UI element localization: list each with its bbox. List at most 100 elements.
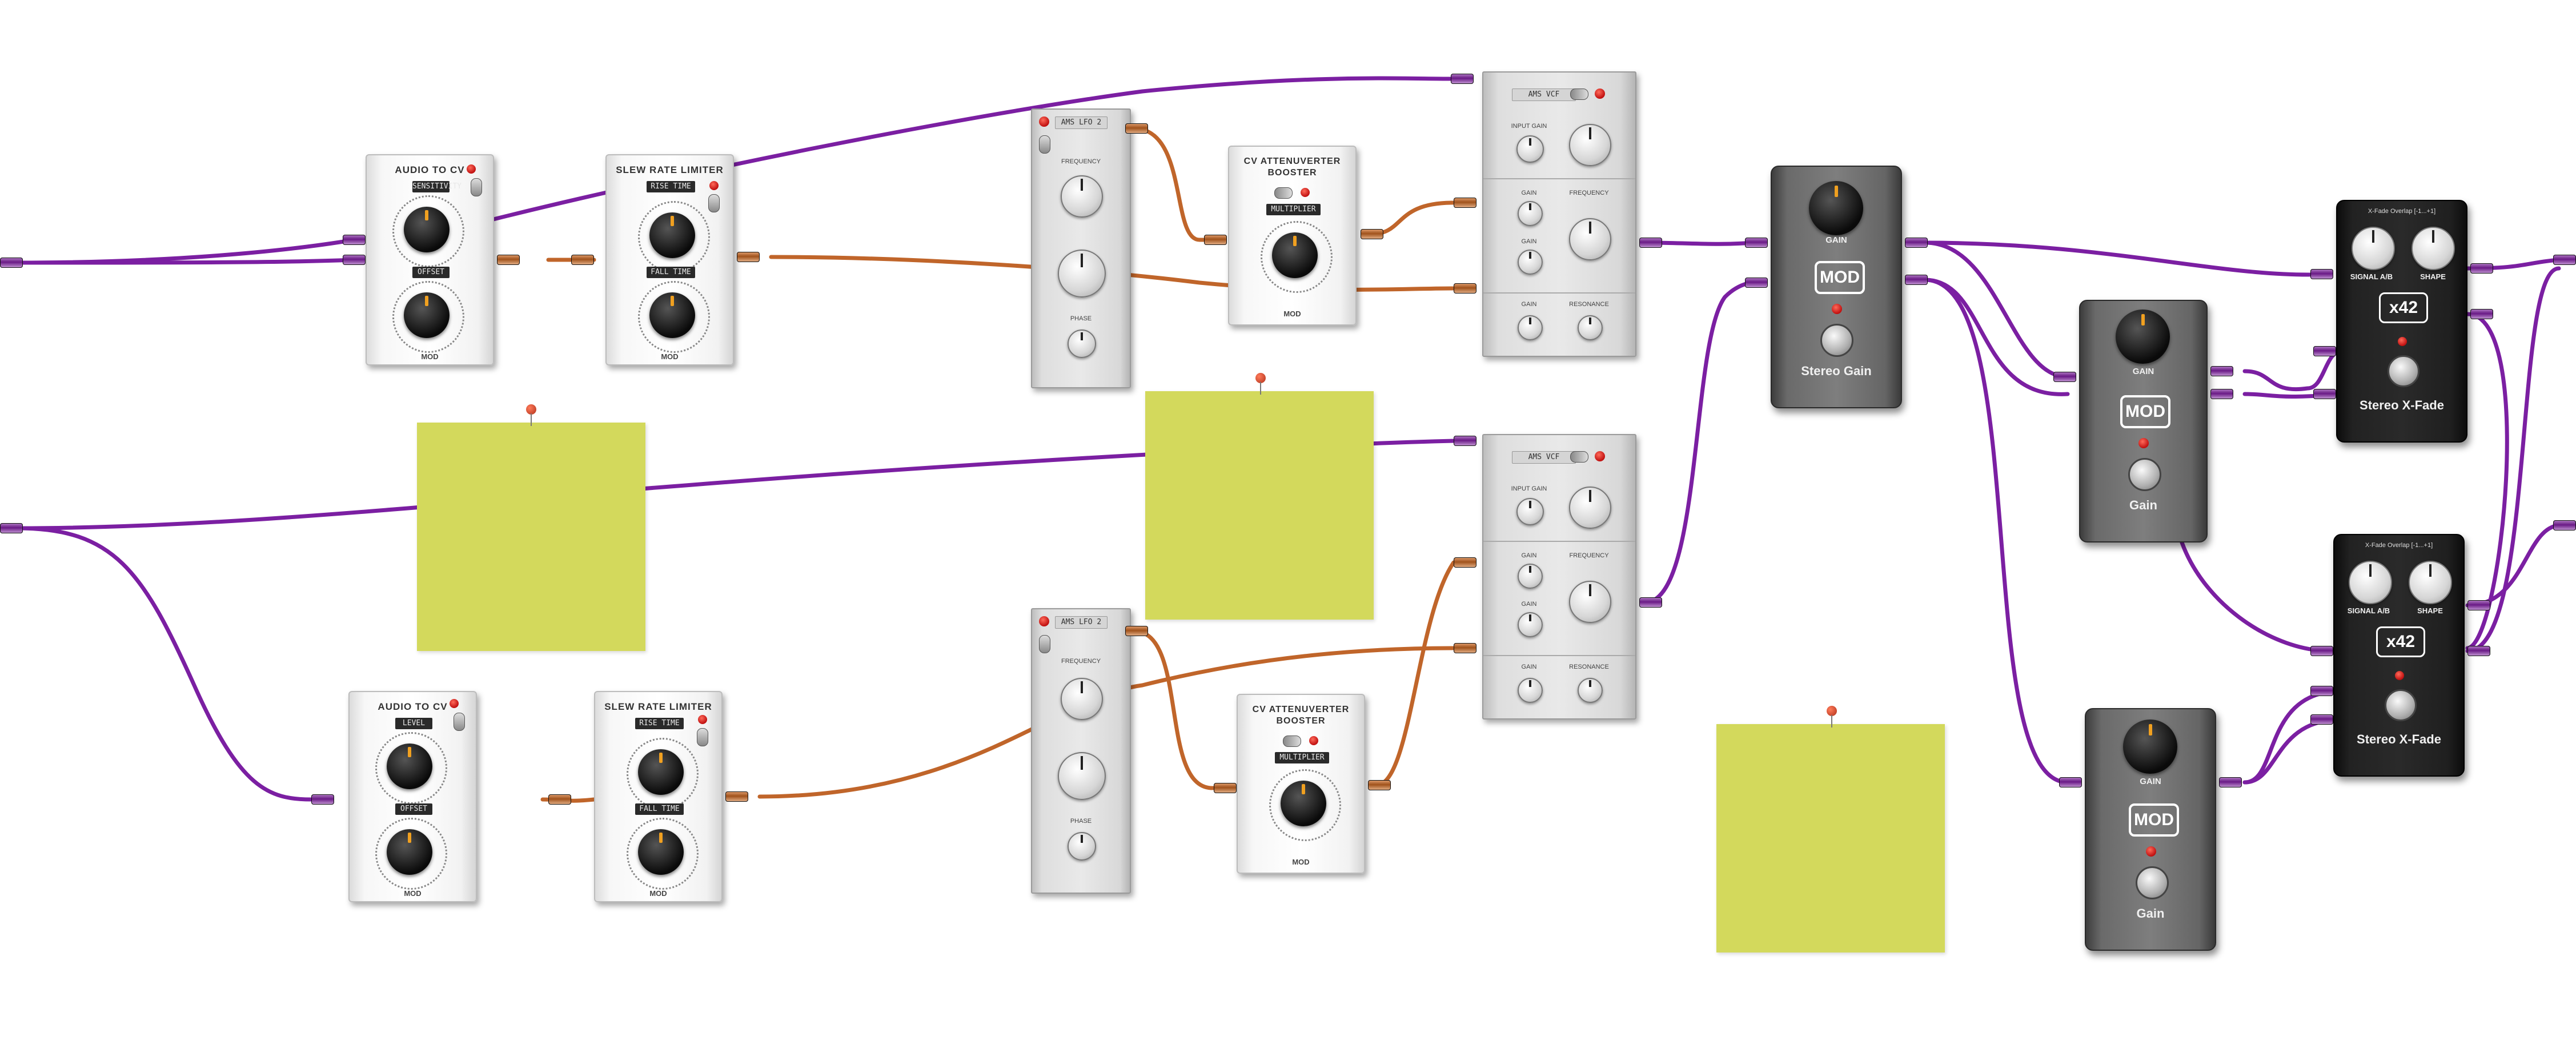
bypass-toggle[interactable] — [708, 194, 720, 212]
gain-knob[interactable] — [1518, 678, 1543, 703]
bypass-toggle[interactable] — [1283, 736, 1301, 747]
output-port[interactable] — [2470, 309, 2493, 319]
audio-to-cv-plugin[interactable]: AUDIO TO CV SENSITIVITY OFFSET MOD — [366, 154, 494, 365]
footswitch[interactable] — [1820, 324, 1853, 357]
bypass-toggle[interactable] — [471, 178, 482, 196]
level-knob[interactable] — [387, 743, 432, 789]
output-port[interactable] — [2210, 366, 2233, 376]
output-port[interactable] — [1639, 238, 1662, 248]
sticky-note[interactable] — [1716, 724, 1945, 952]
gain-knob[interactable] — [1518, 564, 1543, 589]
input-port[interactable] — [2313, 389, 2336, 399]
input-port[interactable] — [1214, 783, 1237, 793]
output-port[interactable] — [2467, 600, 2490, 610]
phase-knob[interactable] — [1068, 329, 1096, 358]
output-port[interactable] — [497, 255, 520, 265]
input-port[interactable] — [1454, 643, 1476, 653]
bypass-toggle[interactable] — [1274, 187, 1293, 199]
mode-knob[interactable] — [1569, 487, 1611, 529]
resonance-knob[interactable] — [1578, 315, 1603, 340]
input-port[interactable] — [1454, 283, 1476, 294]
input-gain-knob[interactable] — [1516, 135, 1544, 163]
frequency-knob[interactable] — [1569, 218, 1611, 260]
gain-knob[interactable] — [1518, 250, 1543, 275]
output-port[interactable] — [737, 252, 760, 262]
output-jack[interactable] — [2553, 255, 2576, 265]
input-port[interactable] — [2053, 372, 2076, 382]
multiplier-knob[interactable] — [1272, 232, 1318, 278]
sensitivity-knob[interactable] — [404, 207, 450, 252]
input-port[interactable] — [343, 235, 366, 245]
bypass-toggle[interactable] — [1039, 635, 1050, 653]
input-port[interactable] — [2313, 346, 2336, 356]
frequency-knob[interactable] — [1061, 678, 1103, 720]
waveform-knob[interactable] — [1058, 752, 1106, 800]
rise-time-knob[interactable] — [649, 212, 695, 258]
gain-knob[interactable] — [1518, 612, 1543, 637]
cv-attenuverter-plugin[interactable]: CV ATTENUVERTER BOOSTER MULTIPLIER MOD — [1228, 146, 1357, 325]
slew-rate-limiter-plugin[interactable]: SLEW RATE LIMITER RISE TIME FALL TIME MO… — [594, 691, 723, 902]
input-port[interactable] — [548, 794, 571, 805]
gain-knob[interactable] — [2123, 720, 2177, 774]
input-port[interactable] — [1204, 235, 1227, 245]
output-port[interactable] — [1368, 780, 1391, 790]
ams-vcf-plugin[interactable]: AMS VCF INPUT GAIN GAIN FREQUENCY GAIN G… — [1482, 71, 1636, 357]
bypass-toggle[interactable] — [454, 713, 465, 731]
stereo-gain-pedal[interactable]: GAIN MOD Stereo Gain — [1771, 166, 1902, 408]
bypass-toggle[interactable] — [1039, 135, 1050, 154]
stereo-x-fade-pedal[interactable]: X-Fade Overlap [-1...+1] SIGNAL A/B SHAP… — [2336, 200, 2467, 443]
bypass-toggle[interactable] — [1570, 89, 1588, 100]
footswitch[interactable] — [2128, 458, 2161, 491]
shape-knob[interactable] — [2412, 227, 2455, 270]
frequency-knob[interactable] — [1569, 581, 1611, 623]
fall-time-knob[interactable] — [649, 292, 695, 338]
offset-knob[interactable] — [387, 829, 432, 875]
sticky-note[interactable] — [1145, 391, 1374, 620]
input-jack[interactable] — [0, 523, 23, 533]
bypass-toggle[interactable] — [697, 728, 708, 746]
output-jack[interactable] — [2553, 520, 2576, 530]
output-port[interactable] — [1125, 626, 1148, 636]
input-port[interactable] — [2310, 269, 2333, 279]
footswitch[interactable] — [2385, 689, 2417, 721]
input-port[interactable] — [343, 255, 366, 265]
audio-to-cv-plugin[interactable]: AUDIO TO CV LEVEL OFFSET MOD — [348, 691, 477, 902]
signal-ab-knob[interactable] — [2349, 561, 2392, 604]
gain-knob[interactable] — [2116, 310, 2170, 364]
output-port[interactable] — [2210, 389, 2233, 399]
input-gain-knob[interactable] — [1516, 498, 1544, 525]
input-jack[interactable] — [0, 258, 23, 268]
input-port[interactable] — [1745, 238, 1768, 248]
input-port[interactable] — [1745, 278, 1768, 288]
ams-vcf-plugin[interactable]: AMS VCF INPUT GAIN GAIN FREQUENCY GAIN G… — [1482, 434, 1636, 720]
gain-pedal[interactable]: GAIN MOD Gain — [2079, 300, 2208, 542]
input-port[interactable] — [1454, 557, 1476, 568]
input-port[interactable] — [2059, 777, 2082, 787]
input-port[interactable] — [1454, 436, 1476, 446]
gain-knob[interactable] — [1809, 181, 1863, 235]
fall-time-knob[interactable] — [638, 829, 684, 875]
output-port[interactable] — [1905, 275, 1928, 285]
ams-lfo-plugin[interactable]: AMS LFO 2 FREQUENCY PHASE — [1031, 608, 1131, 894]
slew-rate-limiter-plugin[interactable]: SLEW RATE LIMITER RISE TIME FALL TIME MO… — [605, 154, 734, 365]
output-port[interactable] — [1639, 597, 1662, 608]
output-port[interactable] — [1361, 229, 1383, 239]
input-port[interactable] — [2310, 714, 2333, 725]
waveform-knob[interactable] — [1058, 250, 1106, 298]
input-port[interactable] — [2310, 646, 2333, 656]
input-port[interactable] — [1451, 74, 1474, 84]
footswitch[interactable] — [2136, 866, 2169, 899]
phase-knob[interactable] — [1068, 832, 1096, 861]
output-port[interactable] — [2470, 263, 2493, 274]
offset-knob[interactable] — [404, 292, 450, 338]
multiplier-knob[interactable] — [1281, 781, 1326, 826]
shape-knob[interactable] — [2409, 561, 2452, 604]
output-port[interactable] — [2467, 646, 2490, 656]
input-port[interactable] — [311, 794, 334, 805]
output-port[interactable] — [2219, 777, 2242, 787]
cv-attenuverter-plugin[interactable]: CV ATTENUVERTER BOOSTER MULTIPLIER MOD — [1237, 694, 1365, 874]
output-port[interactable] — [725, 791, 748, 802]
signal-ab-knob[interactable] — [2352, 227, 2395, 270]
gain-pedal[interactable]: GAIN MOD Gain — [2085, 708, 2216, 951]
